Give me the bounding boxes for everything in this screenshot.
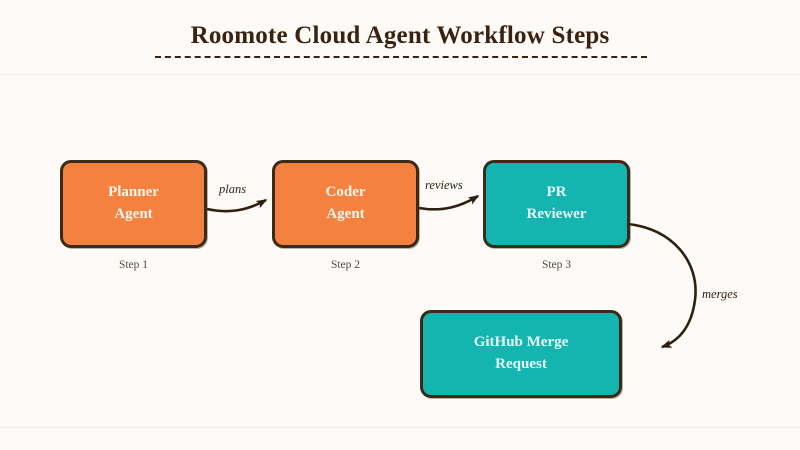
node-github-merge-request[interactable]: GitHub Merge Request [420, 310, 622, 398]
node-planner-agent[interactable]: Planner Agent [60, 160, 207, 248]
edge-plans-path [206, 198, 268, 213]
footer-divider [0, 427, 800, 428]
title-underline [155, 56, 647, 58]
edge-label-merges: merges [702, 287, 738, 301]
node-pr-reviewer-label: PR Reviewer [526, 184, 587, 222]
node-pr-reviewer[interactable]: PR Reviewer [483, 160, 630, 248]
header-divider [0, 74, 800, 75]
edge-label-reviews: reviews [425, 178, 463, 192]
edge-label-plans: plans [219, 182, 247, 196]
edge-reviews-path [418, 194, 480, 211]
node-coder-agent-caption: Step 2 [330, 259, 361, 271]
node-pr-reviewer-caption: Step 3 [541, 259, 572, 271]
node-coder-agent[interactable]: Coder Agent [272, 160, 419, 248]
edge-merges-path [626, 222, 697, 349]
page-title: Roomote Cloud Agent Workflow Steps [190, 22, 610, 49]
node-github-merge-request-label: GitHub Merge Request [473, 334, 569, 372]
node-planner-agent-label: Planner Agent [108, 184, 159, 222]
node-coder-agent-label: Coder Agent [325, 184, 366, 222]
node-planner-agent-caption: Step 1 [118, 259, 149, 271]
